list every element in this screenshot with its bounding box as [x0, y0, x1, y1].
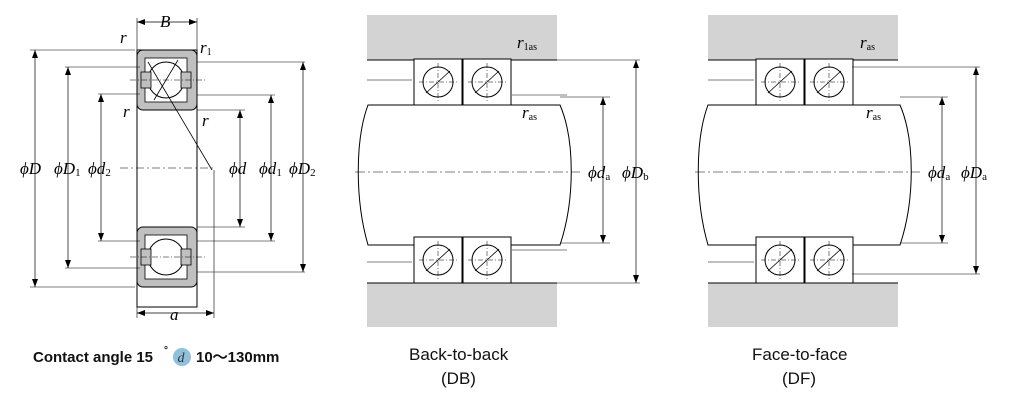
single-bearing-labels: B r r1 r r a ϕD ϕD1 ϕd2 ϕd ϕd1 ϕD2: [20, 12, 316, 324]
db-shaft: [357, 104, 572, 246]
label-phiD2: ϕD2: [289, 159, 316, 179]
single-bearing-section: [30, 18, 305, 318]
label-phiDb: ϕDb: [622, 163, 649, 183]
label-db-ras: ras: [522, 103, 537, 123]
label-phid: ϕd: [229, 159, 247, 178]
df-housing-top: [708, 15, 898, 60]
label-df-ras: ras: [866, 103, 881, 123]
label-phiDa: ϕDa: [961, 163, 987, 183]
df-title: Face-to-face: [752, 345, 847, 364]
label-df-phida: ϕda: [928, 163, 950, 183]
contact-angle-caption: Contact angle 15 ° d 10～130mm: [33, 345, 279, 366]
label-r1: r1: [200, 38, 212, 58]
label-r-top-left: r: [120, 28, 127, 47]
db-title: Back-to-back: [409, 345, 509, 364]
caption-badge-circle: [173, 348, 191, 366]
df-shaft: [697, 104, 912, 246]
dimension-arrows: [32, 19, 306, 316]
db-subtitle: (DB): [441, 369, 476, 388]
label-df-ras-top: ras: [860, 33, 875, 53]
label-a: a: [170, 305, 179, 324]
db-housing-bottom: [367, 283, 557, 327]
label-r-contact: r: [202, 111, 209, 130]
label-B: B: [160, 12, 171, 31]
caption-badge-label: d: [178, 351, 186, 366]
label-phiD1: ϕD1: [54, 159, 81, 179]
df-arrangement: ras ras ϕda ϕDa Face-to-face (DF): [695, 15, 987, 388]
caption-degree: °: [164, 345, 168, 356]
label-phiD: ϕD: [20, 159, 42, 178]
label-r1as: r1as: [517, 33, 537, 53]
label-db-phida: ϕda: [588, 163, 610, 183]
caption-range: 10～130mm: [196, 349, 279, 366]
db-arrangement: r1as ras ϕda ϕDb Back-to-back (DB): [355, 15, 649, 388]
label-r-inner: r: [123, 102, 130, 121]
df-subtitle: (DF): [782, 369, 816, 388]
label-phid1: ϕd1: [259, 159, 282, 179]
df-housing-bottom: [708, 283, 898, 327]
caption-prefix: Contact angle 15: [33, 349, 153, 366]
label-phid2: ϕd2: [88, 159, 111, 179]
db-housing-top: [367, 15, 557, 60]
